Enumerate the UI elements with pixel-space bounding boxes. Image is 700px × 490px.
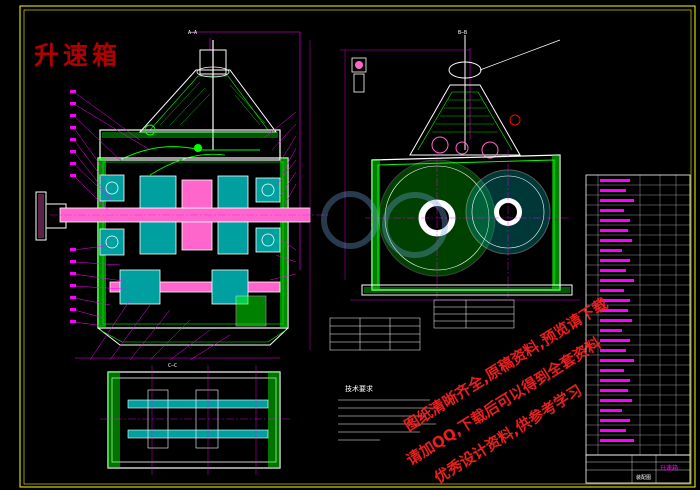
parameter-table: [329, 317, 421, 351]
lever-knob: [351, 57, 367, 73]
title-block-name: 升速箱: [660, 465, 679, 472]
drawing-inner-frame: [23, 9, 692, 485]
spec-table: [433, 299, 515, 329]
title-block-subtitle: 装配图: [636, 475, 652, 481]
housing-base: [97, 327, 289, 346]
longitudinal-section-view: [35, 31, 330, 361]
section-view-label: A—A: [188, 30, 198, 36]
watermark-logo: [321, 191, 448, 258]
breather-dome: [138, 69, 277, 133]
leader-lines-right: [263, 111, 297, 281]
bearing-left: [99, 174, 125, 256]
drawing-title: 升速箱: [34, 41, 122, 70]
technical-requirements-title: 技术要求: [345, 385, 373, 393]
plan-view: [100, 365, 290, 475]
drawing-frame: [19, 5, 696, 488]
cross-section-view: [340, 35, 580, 301]
cross-view-label: B—B: [458, 30, 468, 36]
gear-stack-main: [139, 175, 249, 255]
bearing-right: [255, 177, 281, 253]
housing-cover: [99, 129, 281, 161]
lower-shaft: [109, 281, 281, 293]
plan-view-label: C—C: [168, 363, 178, 369]
leader-lines-left: [73, 91, 151, 327]
title-block: [585, 454, 691, 484]
parts-list: [585, 174, 691, 456]
technical-notes: [338, 399, 440, 441]
